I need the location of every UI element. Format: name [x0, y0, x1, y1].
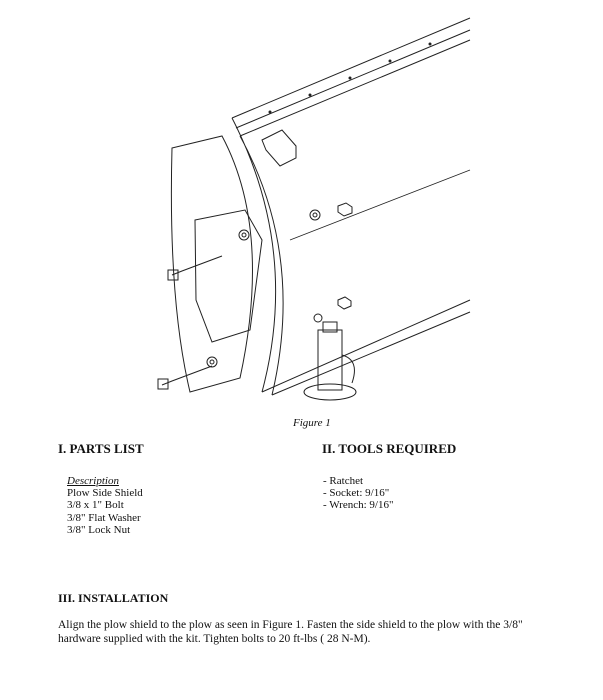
list-item: Plow Side Shield	[67, 487, 143, 500]
list-item: - Wrench: 9/16"	[323, 499, 394, 512]
installation-heading: III. INSTALLATION	[58, 591, 169, 605]
figure-1-drawing	[157, 17, 471, 401]
tools-list: - Ratchet - Socket: 9/16" - Wrench: 9/16…	[323, 475, 393, 512]
installation-text: Align the plow shield to the plow as see…	[58, 619, 523, 645]
blade-top-flange	[231, 17, 471, 137]
list-item: 3/8 x 1" Bolt	[67, 499, 124, 512]
blade-bottom-edge	[261, 299, 471, 396]
list-item: - Socket: 9/16"	[323, 487, 390, 500]
list-item: 3/8" Lock Nut	[67, 523, 131, 536]
top-bracket	[261, 129, 297, 167]
moldboard-curve	[231, 117, 284, 396]
parts-list: Description Plow Side Shield 3/8 x 1" Bo…	[67, 475, 143, 536]
plow-shoe	[303, 321, 357, 401]
side-shield-plate	[170, 135, 253, 393]
hardware	[157, 202, 353, 390]
parts-column-header: Description	[67, 475, 119, 487]
list-item: 3/8" Flat Washer	[67, 511, 141, 524]
shield-bracket	[194, 209, 263, 343]
list-item: - Ratchet	[323, 475, 364, 487]
figure-caption: Figure 1	[293, 417, 331, 429]
parts-list-heading: I. PARTS LIST	[58, 441, 144, 456]
tools-required-heading: II. TOOLS REQUIRED	[322, 441, 457, 456]
